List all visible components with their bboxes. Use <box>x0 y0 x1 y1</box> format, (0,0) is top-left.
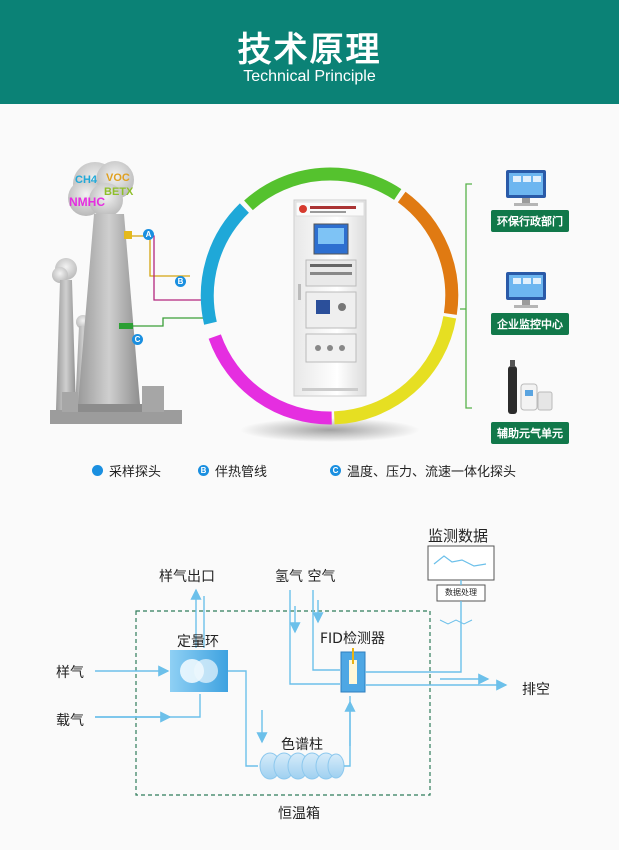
sample-gas-label: 样气 <box>56 665 84 681</box>
epa-monitor-icon <box>506 170 546 206</box>
legend-dot-a <box>92 465 103 476</box>
data-processing-label: 数据处理 <box>445 588 477 597</box>
column-label: 色谱柱 <box>281 737 323 753</box>
page-title: 技术原理 <box>237 30 382 70</box>
gas-label-ch4: CH4 <box>75 174 98 186</box>
fid-label: FID检测器 <box>320 631 385 647</box>
oven-box <box>135 610 431 796</box>
probe-lines <box>124 235 206 327</box>
flow-diagram <box>95 545 508 796</box>
output-connectors <box>460 183 472 409</box>
probe-marker-a: A <box>143 229 154 240</box>
system-diagram <box>50 161 553 442</box>
auxiliary-unit-icon <box>508 360 553 414</box>
probe-marker-b: B <box>175 276 186 287</box>
sample-outlet-label: 样气出口 <box>159 569 215 585</box>
carrier-gas-label: 载气 <box>56 713 84 729</box>
ring-shadow <box>240 418 420 442</box>
monitor-data-chart-icon <box>427 545 495 581</box>
enterprise-monitor-icon <box>506 272 546 308</box>
colored-ring <box>200 167 459 425</box>
epa-label: 环保行政部门 <box>491 210 569 232</box>
gas-label-voc: VOC <box>106 172 130 184</box>
chimney-icon <box>62 161 164 412</box>
page-subtitle: Technical Principle <box>243 68 376 85</box>
exhaust-label: 排空 <box>522 682 550 698</box>
probe-marker-c: C <box>132 334 143 345</box>
gas-label-nmhc: NMHC <box>69 195 105 209</box>
gas-label-betx: BETX <box>104 186 134 198</box>
hydrogen-air-label: 氢气 空气 <box>275 569 336 585</box>
analyzer-cabinet-icon <box>293 199 367 397</box>
legend-text-a: 采样探头 <box>109 465 162 480</box>
legend-dot-b: B <box>198 465 209 476</box>
integrated-probe-icon <box>119 323 133 329</box>
monitor-data-label: 监测数据 <box>428 527 489 545</box>
quant-loop-label: 定量环 <box>177 634 219 650</box>
legend-text-c: 温度、压力、流速一体化探头 <box>347 465 517 480</box>
column-coil-icon <box>259 752 345 780</box>
oven-label: 恒温箱 <box>278 806 320 822</box>
factory-base <box>50 410 182 424</box>
legend-text-b: 伴热管线 <box>215 465 268 480</box>
auxiliary-label: 辅助元气单元 <box>491 422 569 444</box>
legend-dot-c: C <box>330 465 341 476</box>
sampling-probe-icon <box>124 231 132 239</box>
header-banner: 技术原理 Technical Principle <box>0 0 619 104</box>
enterprise-label: 企业监控中心 <box>491 313 569 335</box>
